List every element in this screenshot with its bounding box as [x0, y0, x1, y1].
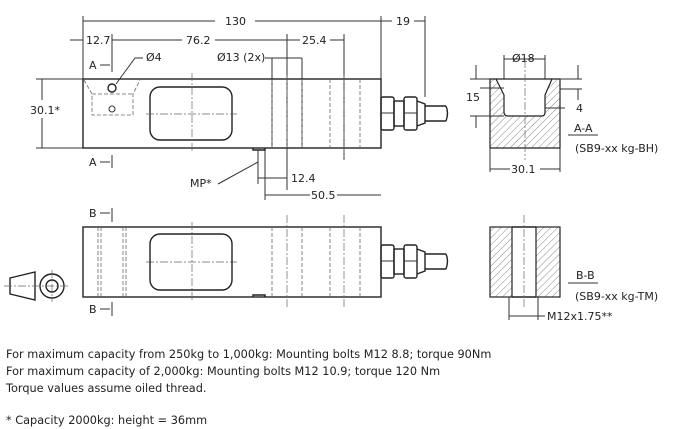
dim-130: 130: [225, 15, 246, 28]
dim-12-4: 12.4: [291, 172, 316, 185]
dim-76-2: 76.2: [186, 34, 211, 47]
note-line: Torque values assume oiled thread.: [6, 382, 207, 395]
window-cutout: [149, 86, 233, 141]
dim-hole-4: Ø4: [146, 51, 162, 64]
dim-diameter-18: Ø18: [512, 52, 535, 65]
dim-height: 30.1*: [30, 104, 60, 117]
note-line: For maximum capacity of 2,000kg: Mountin…: [6, 365, 441, 378]
note-line: For maximum capacity from 250kg to 1,000…: [6, 348, 492, 361]
top-view: 130 19 12.7 76.2 25.4 Ø4 Ø13 (2x) 30.1* …: [30, 15, 449, 202]
notes: For maximum capacity from 250kg to 1,000…: [6, 346, 491, 429]
window-cutout-side: [149, 233, 233, 291]
projection-symbol-icon: [4, 270, 70, 302]
section-bb: M12x1.75** B-B (SB9-xx kg-TM): [489, 215, 658, 323]
section-b-top: B: [89, 207, 97, 220]
hole-4: [107, 83, 117, 93]
section-aa-model: (SB9-xx kg-BH): [575, 142, 658, 155]
mp-label: MP*: [190, 177, 212, 190]
dim-15: 15: [466, 91, 480, 104]
section-bb-model: (SB9-xx kg-TM): [575, 290, 658, 303]
cable-gland: [380, 96, 449, 131]
section-a-bottom: A: [89, 156, 97, 169]
bottom-view: B B: [4, 207, 449, 316]
dim-4: 4: [576, 102, 583, 115]
dim-12-7: 12.7: [86, 34, 111, 47]
section-bb-title: B-B: [576, 269, 595, 282]
section-a-top: A: [89, 59, 97, 72]
dim-width-30-1: 30.1: [511, 163, 536, 176]
section-b-bottom: B: [89, 303, 97, 316]
note-line: * Capacity 2000kg: height = 36mm: [6, 414, 208, 427]
dim-25-4: 25.4: [302, 34, 327, 47]
section-aa-title: A-A: [574, 122, 593, 135]
dim-50-5: 50.5: [311, 189, 336, 202]
cable-gland-side: [380, 244, 449, 279]
dim-hole-13: Ø13 (2x): [217, 51, 265, 64]
section-aa: Ø18 15 4 30.1 A-A (SB9-xx kg-BH): [466, 52, 658, 176]
thread-size: M12x1.75**: [547, 310, 613, 323]
dim-19: 19: [396, 15, 410, 28]
